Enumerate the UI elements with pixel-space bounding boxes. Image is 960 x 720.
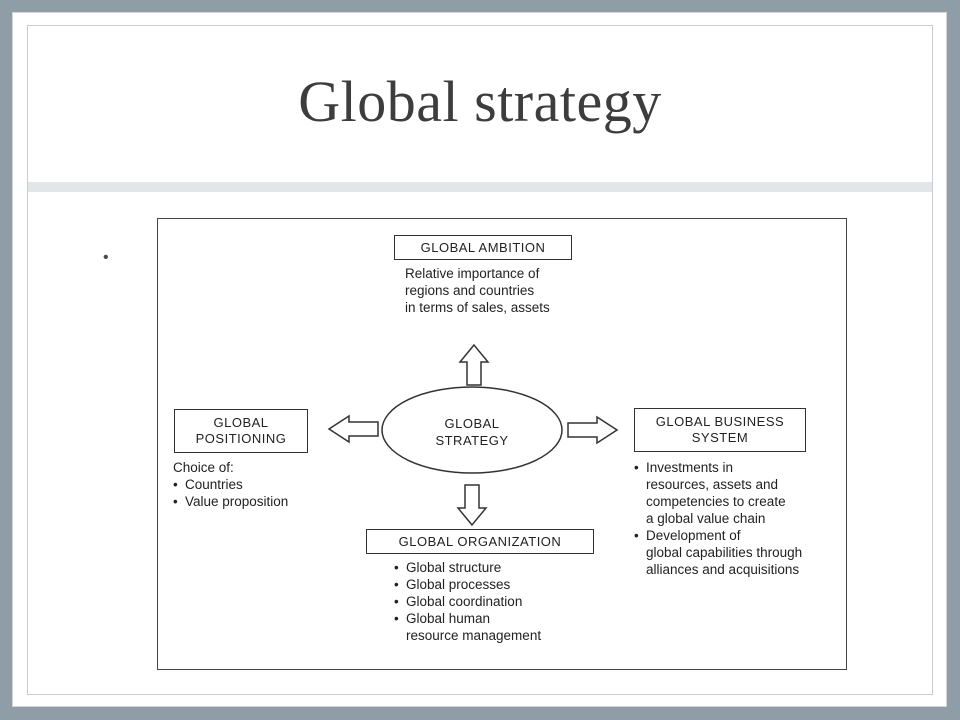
center-ellipse	[381, 386, 563, 474]
desc-line: Relative importance of	[405, 266, 540, 281]
list-item: Global human resource management	[394, 610, 541, 644]
box-global-business-system: GLOBAL BUSINESS SYSTEM	[634, 408, 806, 452]
desc-global-organization: Global structure Global processes Global…	[394, 559, 541, 644]
box-global-business-system-line1: GLOBAL BUSINESS	[655, 414, 785, 429]
list-item: Value proposition	[173, 493, 288, 510]
box-global-organization: GLOBAL ORGANIZATION	[366, 529, 594, 554]
desc-line: regions and countries	[405, 283, 535, 298]
list-item: Countries	[173, 476, 288, 493]
list-item: Investments in resources, assets and com…	[634, 459, 802, 527]
box-global-ambition-label: GLOBAL AMBITION	[420, 239, 546, 255]
box-global-organization-label: GLOBAL ORGANIZATION	[398, 533, 562, 549]
arrow-right-icon	[567, 415, 619, 445]
list-item: Development of global capabilities throu…	[634, 527, 802, 578]
arrow-left-icon	[327, 414, 379, 444]
box-global-business-system-line2: SYSTEM	[691, 430, 749, 445]
desc-line: in terms of sales, assets	[405, 300, 550, 315]
slide: Global strategy • GLOBAL STRATEGY GLOBAL…	[12, 12, 947, 707]
box-global-positioning-line1: GLOBAL	[213, 415, 269, 430]
list-item: Global processes	[394, 576, 541, 593]
global-strategy-diagram: GLOBAL STRATEGY GLOBAL AMBITION Relative…	[157, 218, 847, 670]
center-label: GLOBAL STRATEGY	[412, 415, 532, 449]
bullet-marker: •	[103, 249, 109, 266]
box-global-positioning: GLOBAL POSITIONING	[174, 409, 308, 453]
desc-global-positioning: Choice of: Countries Value proposition	[173, 459, 288, 510]
box-global-ambition: GLOBAL AMBITION	[394, 235, 572, 260]
box-global-positioning-line2: POSITIONING	[195, 431, 287, 446]
desc-global-business-system: Investments in resources, assets and com…	[634, 459, 802, 578]
list-item: Global coordination	[394, 593, 541, 610]
diagram-graphics	[327, 343, 619, 527]
business-system-list: Investments in resources, assets and com…	[634, 459, 802, 578]
desc-intro: Choice of:	[173, 460, 234, 475]
arrow-up-icon	[458, 343, 490, 386]
desc-global-ambition: Relative importance of regions and count…	[405, 265, 550, 316]
page-title: Global strategy	[298, 69, 662, 134]
positioning-list: Countries Value proposition	[173, 476, 288, 510]
title-band: Global strategy	[28, 26, 932, 182]
slide-frame: Global strategy	[27, 25, 933, 695]
list-item: Global structure	[394, 559, 541, 576]
title-divider	[28, 182, 932, 192]
arrow-down-icon	[456, 484, 488, 527]
center-label-line1: GLOBAL	[444, 416, 500, 431]
center-label-line2: STRATEGY	[435, 433, 509, 448]
organization-list: Global structure Global processes Global…	[394, 559, 541, 644]
